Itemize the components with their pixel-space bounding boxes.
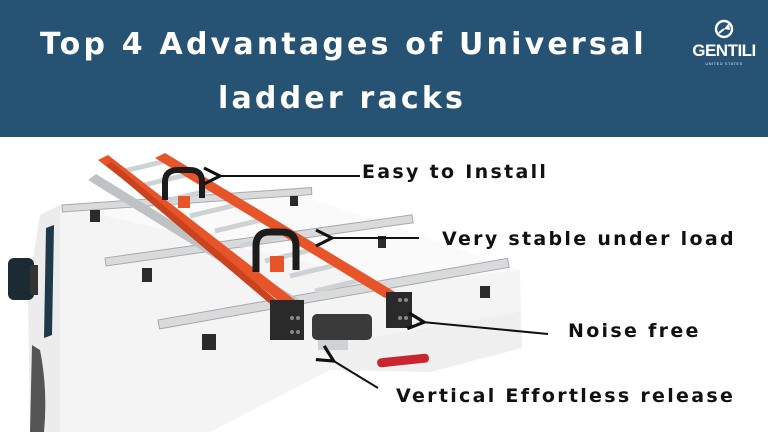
callout-vertical-release: Vertical Effortless release	[396, 385, 736, 407]
logo-wordmark: GENTILI	[692, 41, 756, 60]
title-line-1: Top 4 Advantages of Universal	[40, 27, 647, 62]
gentili-circle-arrow-icon	[714, 19, 734, 39]
logo-subtitle: UNITED STATES	[705, 61, 743, 66]
title-line-2: ladder racks	[218, 81, 467, 116]
gentili-logo: GENTILI UNITED STATES	[682, 18, 766, 70]
van-ladder-rack-photo	[8, 153, 522, 432]
callout-noise-free: Noise free	[568, 320, 701, 342]
callout-very-stable: Very stable under load	[442, 228, 736, 250]
title-banner: Top 4 Advantages of Universal ladder rac…	[0, 0, 768, 137]
callout-easy-to-install: Easy to Install	[362, 161, 549, 183]
